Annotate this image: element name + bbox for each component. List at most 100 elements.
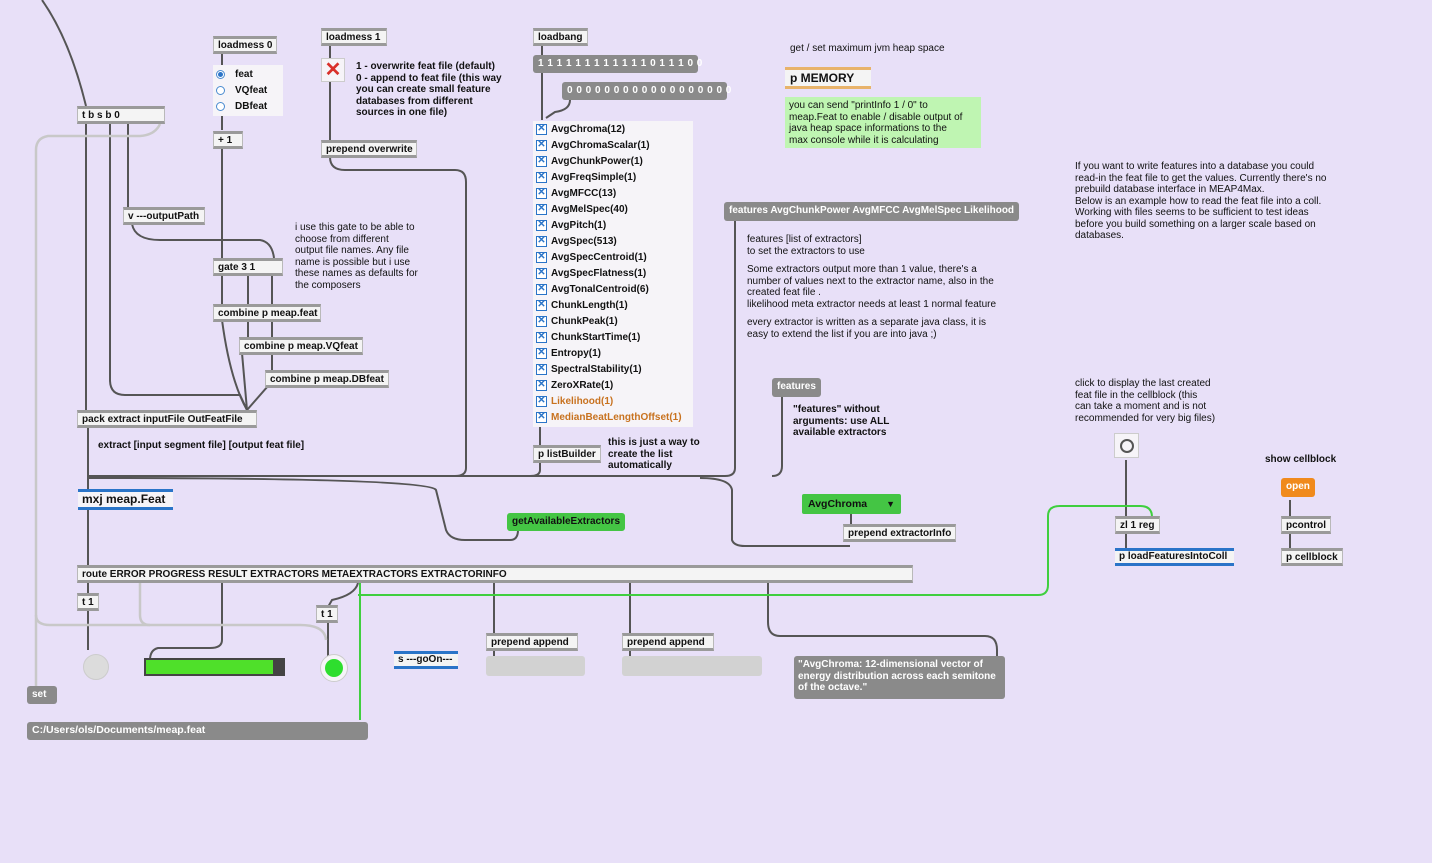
prepend-append-object-2[interactable]: prepend append	[622, 633, 714, 651]
cellblock-subpatcher[interactable]: p cellblock	[1281, 548, 1343, 566]
progress-slider[interactable]	[144, 658, 285, 676]
extractor-item[interactable]: ✕ AvgSpecFlatness(1)	[533, 265, 693, 281]
get-available-extractors-button[interactable]: getAvailableExtractors	[507, 513, 625, 531]
extractor-label: AvgChunkPower(1)	[551, 155, 643, 167]
extractor-menu[interactable]: AvgChroma ▼	[802, 494, 901, 514]
pack-object[interactable]: pack extract inputFile OutFeatFile	[77, 410, 257, 428]
extractor-item[interactable]: ✕ ChunkLength(1)	[533, 297, 693, 313]
checkbox-icon[interactable]: ✕	[536, 315, 547, 327]
disable-sequence-message[interactable]: 0 0 0 0 0 0 0 0 0 0 0 0 0 0 0 0 0 0	[562, 82, 731, 100]
display-bang-icon[interactable]	[1114, 433, 1139, 458]
checkbox-icon[interactable]: ✕	[536, 251, 547, 263]
checkbox-icon[interactable]: ✕	[536, 379, 547, 391]
extractor-label: ChunkLength(1)	[551, 299, 628, 311]
load-features-subpatcher[interactable]: p loadFeaturesIntoColl	[1115, 548, 1234, 566]
value-outputpath-object[interactable]: v ---outputPath	[123, 207, 205, 225]
extractor-label: AvgTonalCentroid(6)	[551, 283, 649, 295]
combine-feat-object[interactable]: combine p meap.feat	[213, 304, 321, 322]
click-display-comment: click to display the last created feat f…	[1075, 378, 1216, 424]
open-button[interactable]: open	[1281, 478, 1315, 497]
trigger-one-object[interactable]: t 1	[77, 593, 99, 611]
extractor-item[interactable]: ✕ChunkStartTime(1)	[533, 329, 693, 345]
features-list-message[interactable]: features AvgChunkPower AvgMFCC AvgMelSpe…	[724, 202, 1019, 221]
plus-one-object[interactable]: + 1	[213, 131, 243, 149]
extractor-item[interactable]: ✕MedianBeatLengthOffset(1)	[533, 409, 693, 425]
extractor-item[interactable]: ✕Entropy(1)	[533, 345, 693, 361]
checkbox-icon[interactable]: ✕	[536, 171, 547, 183]
listbuilder-comment: this is just a way to create the list au…	[608, 437, 700, 471]
bang-button-active-icon[interactable]	[320, 654, 348, 682]
pcontrol-object[interactable]: pcontrol	[1281, 516, 1331, 534]
extractor-info-message[interactable]: "AvgChroma: 12-dimensional vector of ene…	[794, 656, 1005, 699]
checkbox-icon[interactable]: ✕	[536, 395, 547, 407]
extractor-item[interactable]: ✕ AvgChunkPower(1)	[533, 153, 693, 169]
checkbox-icon[interactable]: ✕	[536, 267, 547, 279]
prepend-append-object[interactable]: prepend append	[486, 633, 578, 651]
radio-button-icon[interactable]	[216, 85, 225, 95]
extractor-item[interactable]: ✕ AvgSpecCentroid(1)	[533, 249, 693, 265]
checkbox-icon[interactable]: ✕	[536, 363, 547, 375]
extractor-item[interactable]: ✕AvgMFCC(13)	[533, 185, 693, 201]
features-message[interactable]: features	[772, 378, 821, 397]
checkbox-icon[interactable]: ✕	[536, 331, 547, 343]
checkbox-icon[interactable]: ✕	[536, 219, 547, 231]
extractors-message-box[interactable]	[622, 656, 762, 676]
listbuilder-object[interactable]: p listBuilder	[533, 445, 601, 463]
checkbox-icon[interactable]: ✕	[536, 155, 547, 167]
checkbox-icon[interactable]: ✕	[536, 299, 547, 311]
extractor-label: AvgSpec(513)	[551, 235, 617, 247]
path-message[interactable]: C:/Users/ols/Documents/meap.feat	[27, 722, 368, 740]
route-object[interactable]: route ERROR PROGRESS RESULT EXTRACTORS M…	[77, 565, 913, 583]
loadbang-object[interactable]: loadbang	[533, 28, 588, 46]
zl-reg-object[interactable]: zl 1 reg	[1115, 516, 1160, 534]
radio-option-feat[interactable]: feat	[213, 66, 283, 82]
set-message[interactable]: set	[27, 686, 57, 704]
toggle-x-icon[interactable]: ✕	[321, 58, 345, 82]
loadmess-one-object[interactable]: loadmess 1	[321, 28, 387, 46]
radio-option-dbfeat[interactable]: DBfeat	[213, 98, 283, 114]
extractor-label: AvgSpecCentroid(1)	[551, 251, 647, 263]
send-goon-object[interactable]: s ---goOn---	[394, 651, 458, 669]
checkbox-icon[interactable]: ✕	[536, 187, 547, 199]
extractor-item[interactable]: ✕ AvgSpec(513)	[533, 233, 693, 249]
extract-comment: extract [input segment file] [output fea…	[98, 440, 305, 451]
checkbox-icon[interactable]: ✕	[536, 347, 547, 359]
radio-button-icon[interactable]	[216, 69, 225, 79]
extractor-item[interactable]: ✕AvgChroma(12)	[533, 121, 693, 137]
checkbox-icon[interactable]: ✕	[536, 235, 547, 247]
checkbox-icon[interactable]: ✕	[536, 123, 547, 135]
checkbox-icon[interactable]: ✕	[536, 411, 547, 423]
gate-comment: i use this gate to be able to choose fro…	[295, 222, 418, 291]
extractor-item[interactable]: ✕ AvgTonalCentroid(6)	[533, 281, 693, 297]
extractor-item[interactable]: ✕ZeroXRate(1)	[533, 377, 693, 393]
prepend-overwrite-object[interactable]: prepend overwrite	[321, 140, 417, 158]
enable-sequence-message[interactable]: 1 1 1 1 1 1 1 1 1 1 1 1 0 1 1 1 0 0	[533, 55, 702, 73]
extractor-item[interactable]: ✕SpectralStability(1)	[533, 361, 693, 377]
extractor-item[interactable]: ✕AvgFreqSimple(1)	[533, 169, 693, 185]
checkbox-icon[interactable]: ✕	[536, 139, 547, 151]
prepend-extractorinfo-object[interactable]: prepend extractorInfo	[843, 524, 956, 542]
database-comment: If you want to write features into a dat…	[1075, 161, 1327, 241]
radio-label: VQfeat	[235, 84, 268, 96]
result-message-box[interactable]	[486, 656, 585, 676]
extractor-item[interactable]: ✕Likelihood(1)	[533, 393, 693, 409]
bang-button-idle-icon[interactable]	[83, 654, 109, 680]
trigger-object[interactable]: t b s b 0	[77, 106, 165, 124]
radio-option-vqfeat[interactable]: VQfeat	[213, 82, 283, 98]
memory-subpatcher[interactable]: p MEMORY	[785, 67, 871, 89]
mxj-feat-object[interactable]: mxj meap.Feat	[78, 489, 173, 510]
checkbox-icon[interactable]: ✕	[536, 283, 547, 295]
trigger-one-object-2[interactable]: t 1	[316, 605, 338, 623]
extractor-item[interactable]: ✕AvgMelSpec(40)	[533, 201, 693, 217]
loadmess-zero-object[interactable]: loadmess 0	[213, 36, 277, 54]
extractor-item[interactable]: ✕AvgPitch(1)	[533, 217, 693, 233]
combine-dbfeat-object[interactable]: combine p meap.DBfeat	[265, 370, 389, 388]
gate-object[interactable]: gate 3 1	[213, 258, 283, 276]
extractor-label: AvgSpecFlatness(1)	[551, 267, 647, 279]
extractor-item[interactable]: ✕AvgChromaScalar(1)	[533, 137, 693, 153]
checkbox-icon[interactable]: ✕	[536, 203, 547, 215]
combine-vqfeat-object[interactable]: combine p meap.VQfeat	[239, 337, 363, 355]
extractor-item[interactable]: ✕ChunkPeak(1)	[533, 313, 693, 329]
radio-button-icon[interactable]	[216, 101, 225, 111]
